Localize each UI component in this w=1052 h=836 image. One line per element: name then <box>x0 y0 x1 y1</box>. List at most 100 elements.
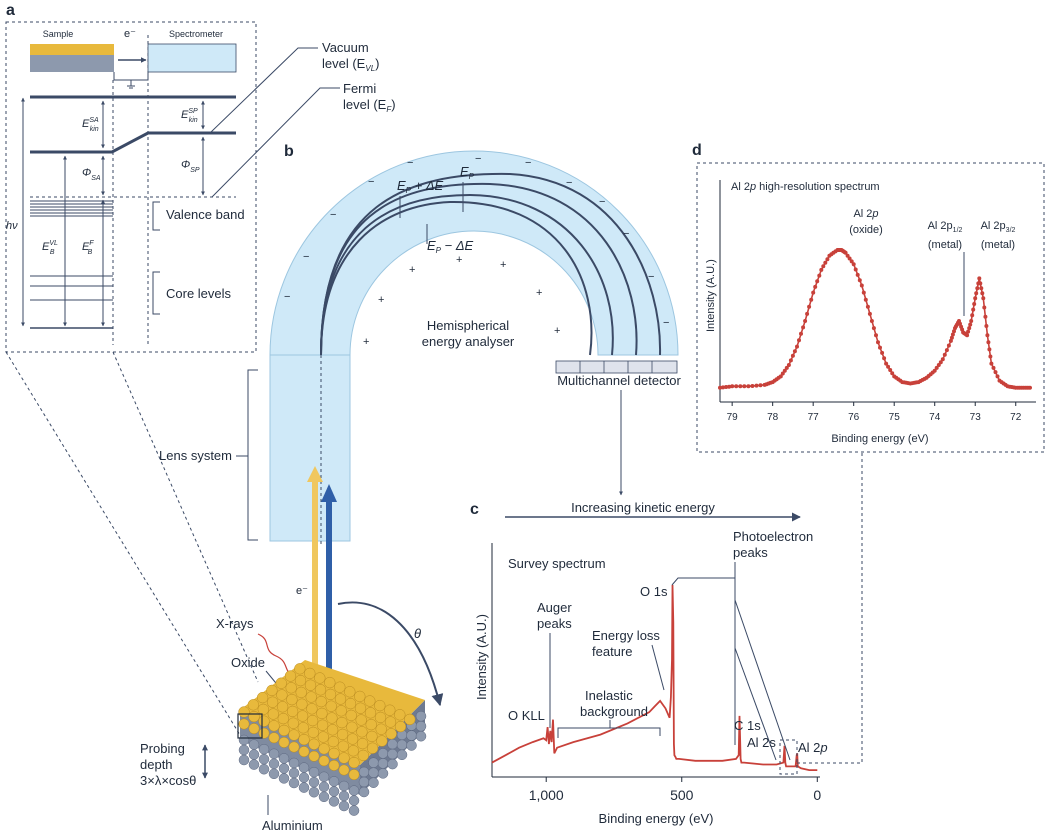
ground-wire <box>113 72 149 81</box>
hr-data-point <box>886 364 891 369</box>
zoom-to-panel-d <box>797 452 863 764</box>
hr-data-point <box>981 296 986 301</box>
oxide-atom <box>374 711 387 724</box>
hr-data-point <box>805 311 810 316</box>
hr-data-point <box>966 329 971 334</box>
fermi-level-line <box>30 131 236 154</box>
lens-system-label: Lens system <box>159 448 232 463</box>
hr-data-point <box>987 347 992 352</box>
okll-label: O KLL <box>508 708 545 723</box>
aluminium-atom <box>415 720 427 732</box>
hr-data-point <box>809 297 814 302</box>
hr-data-point <box>754 383 759 388</box>
hr-data-point <box>797 338 801 343</box>
oxide-atom <box>325 700 337 712</box>
aluminium-atom <box>358 776 370 788</box>
hr-y-label: Intensity (A.U.) <box>705 259 717 332</box>
hr-data-point <box>795 344 799 349</box>
panel-letter-d: d <box>692 142 702 159</box>
oxide-atom <box>328 747 340 760</box>
electron-label-a: e⁻ <box>124 28 136 40</box>
oxide-atom <box>356 737 369 750</box>
vacuum-level-subtitle: level (EVL) <box>322 56 380 73</box>
hr-x-tick-label: 78 <box>767 412 779 423</box>
hr-data-point <box>849 259 854 264</box>
oxide-atom <box>276 701 289 713</box>
panel-b: b EP + ΔE EP EP − ΔE −− −− −− −− −− −− +… <box>140 143 681 833</box>
hr-data-point <box>969 319 974 323</box>
oxide-atom <box>364 707 377 719</box>
oxide-peak-label-1: Al 2p <box>853 208 878 220</box>
hr-data-point <box>975 286 980 291</box>
hr-data-point <box>968 322 973 327</box>
svg-text:−: − <box>599 196 605 208</box>
hr-data-point <box>807 304 812 309</box>
survey-x-tick-label: 0 <box>813 787 821 803</box>
hr-x-tick-label: 77 <box>808 412 820 423</box>
energy-loss-label-2: feature <box>592 644 632 659</box>
oxide-atom <box>314 672 326 684</box>
svg-text:−: − <box>648 271 654 283</box>
sample-substrate <box>30 55 114 72</box>
oxide-atom <box>286 693 298 706</box>
hr-data-point <box>972 302 977 306</box>
svg-text:+: + <box>378 294 384 306</box>
oxide-atom <box>324 688 337 701</box>
aluminium-atom <box>396 739 408 751</box>
hr-data-point <box>973 296 978 301</box>
hr-data-point <box>851 262 856 267</box>
phi-sp-label: ΦSP <box>181 159 200 174</box>
hr-x-tick-label: 76 <box>848 412 860 423</box>
aluminium-lattice <box>237 660 427 816</box>
hr-spectrum-markers <box>718 248 1032 390</box>
hr-data-point <box>938 360 943 365</box>
zoom-region-box <box>237 713 263 739</box>
oxide-atom <box>266 696 279 708</box>
auger-label-1: Auger <box>537 600 572 615</box>
oxide-atom <box>294 663 306 675</box>
survey-x-tick-label: 500 <box>670 787 694 803</box>
oxide-atom <box>348 769 360 781</box>
oxide-atom <box>268 720 280 732</box>
hr-data-point <box>967 326 972 331</box>
metal-12-label-1: Al 2p1/2 <box>928 220 963 234</box>
oxide-atom <box>338 764 350 776</box>
hr-data-point <box>880 350 885 355</box>
svg-text:−: − <box>623 228 629 240</box>
hr-data-point <box>888 368 893 372</box>
oxide-atom <box>384 716 397 728</box>
oxide-atom <box>268 732 280 744</box>
hr-data-point <box>867 311 872 316</box>
hv-label: hν <box>6 220 18 232</box>
aluminium-atom <box>368 757 379 768</box>
al2p-zoom-box <box>779 739 798 775</box>
oxide-atom <box>338 752 350 764</box>
ep-label: EP <box>460 164 475 181</box>
oxide-atom <box>384 704 396 716</box>
core-level-lines <box>30 275 113 301</box>
oxide-atom <box>258 727 270 739</box>
survey-y-label: Intensity (A.U.) <box>474 614 489 700</box>
aluminium-atom <box>387 738 398 750</box>
fermi-leader <box>211 87 340 198</box>
svg-text:−: − <box>303 251 309 263</box>
oxide-atom <box>298 733 310 746</box>
oxide-atom <box>315 695 327 708</box>
oxide-atom <box>275 677 287 689</box>
hr-data-point <box>811 290 816 295</box>
hr-data-point <box>738 384 743 389</box>
oxide-atom <box>394 720 407 733</box>
oxide-atom <box>324 676 336 689</box>
sample-top-layer <box>30 44 114 55</box>
svg-text:−: − <box>330 209 336 221</box>
aluminium-atom <box>377 768 389 779</box>
aluminium-atom <box>328 776 340 787</box>
oxide-atom <box>238 718 250 730</box>
valence-band-lines <box>30 200 113 217</box>
svg-text:+: + <box>554 325 560 337</box>
oxide-peak-label-2: (oxide) <box>849 224 883 236</box>
hr-data-point <box>758 383 763 388</box>
hr-data-point <box>863 297 868 302</box>
hr-data-point <box>950 332 955 337</box>
